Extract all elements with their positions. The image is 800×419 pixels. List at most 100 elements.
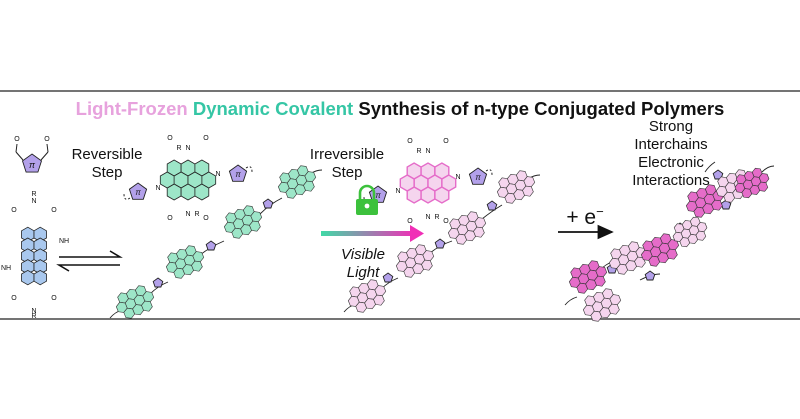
irreversible-step-label: Irreversible Step: [292, 146, 402, 182]
reverse-half-arrow: [56, 264, 120, 272]
hexagon-ring: [249, 220, 261, 232]
hexagon-ring: [420, 186, 436, 204]
imide-oxygen: O: [203, 215, 209, 222]
imine-nitrogen: N: [455, 174, 460, 181]
thiophene-ring: [205, 240, 217, 251]
imide-oxygen: O: [51, 207, 57, 214]
strong-word: Strong: [648, 118, 694, 135]
figure-title: Light-Frozen Dynamic Covalent Synthesis …: [0, 98, 800, 120]
step-word-2: Step: [331, 164, 363, 181]
irreversible-word: Irreversible: [309, 146, 385, 163]
imine-nitrogen: N: [395, 188, 400, 195]
thiophene-ring: [128, 182, 148, 200]
imide-oxygen: O: [11, 295, 17, 302]
pdi-unit: [672, 216, 708, 248]
hexagon-ring: [21, 269, 35, 286]
light-gradient-bar: [321, 231, 415, 236]
lock-icon: [356, 184, 378, 215]
minus-superscript: −: [596, 204, 604, 219]
polymer-aggregate-ntype: [564, 161, 775, 322]
hexagon-ring: [399, 174, 415, 192]
imide-oxygen: O: [51, 295, 57, 302]
hexagon-ring: [441, 174, 457, 192]
title-dynamic-covalent: Dynamic Covalent: [192, 98, 354, 119]
pdi-unit: [223, 205, 263, 239]
imine-nitrogen: N: [155, 185, 160, 192]
r-group: R: [194, 211, 199, 218]
hexagon-ring: [159, 171, 175, 189]
pi-symbol: π: [375, 191, 381, 200]
hexagon-ring: [695, 230, 707, 241]
thiophene-ring: [712, 169, 724, 180]
thiophene-ring: [228, 164, 248, 182]
equilibrium-arrows: [56, 250, 123, 272]
thiophene-ring: [262, 198, 274, 209]
r-group: R: [434, 214, 439, 221]
pdi-unit: [277, 165, 317, 199]
pi-symbol: π: [135, 188, 141, 197]
light-word: Light: [346, 264, 380, 281]
pdi-unit: [568, 260, 608, 294]
imide-nitrogen: N: [31, 308, 36, 315]
thiophene-ring: [720, 199, 732, 210]
chain-link: [564, 296, 578, 306]
bond-line: [15, 151, 24, 161]
pi-symbol: π: [475, 173, 481, 182]
hexagon-ring: [303, 180, 315, 192]
visible-word: Visible: [341, 246, 385, 263]
imide-oxygen: O: [407, 218, 413, 225]
pdi-unit: [347, 279, 387, 313]
aldehyde-oxygen: O: [14, 136, 20, 143]
chain-continuation: [123, 193, 131, 200]
chain-link: [481, 204, 503, 220]
imide-nitrogen: N: [185, 211, 190, 218]
visible-light-label: Visible Light: [318, 246, 408, 282]
hexagon-ring: [666, 248, 678, 260]
bond-line: [40, 151, 49, 161]
interchains-word: Interchains: [634, 136, 708, 153]
imide-nitrogen: N: [31, 198, 36, 205]
pi-symbol: π: [29, 160, 36, 170]
imine-nitrogen: N: [215, 171, 220, 178]
chain-continuation: [245, 166, 253, 173]
imide-oxygen: O: [443, 218, 449, 225]
pi-symbol: π: [235, 170, 241, 179]
bond-line: [46, 143, 49, 153]
r-group: R: [176, 145, 181, 152]
bond-line: [15, 143, 18, 153]
pdi-unit: [640, 233, 680, 267]
amine-group: NH: [1, 265, 11, 272]
hexagon-ring: [757, 181, 769, 192]
thiophene-ring: [152, 277, 164, 288]
pdi-unit: [496, 170, 536, 204]
reversible-word: Reversible: [71, 146, 143, 163]
pdi-unit: [165, 245, 205, 279]
title-synthesis: Synthesis of n-type Conjugated Polymers: [358, 98, 725, 119]
pdi-unit: [608, 241, 648, 275]
hexagon-ring: [711, 199, 723, 211]
electron-label: + e−: [562, 203, 608, 228]
interactions-word: Interactions: [632, 172, 710, 189]
hexagon-ring: [594, 275, 606, 287]
imide-oxygen: O: [443, 138, 449, 145]
hexagon-ring: [201, 171, 217, 189]
imide-oxygen: O: [407, 138, 413, 145]
aldehyde-oxygen: O: [44, 136, 50, 143]
chain-continuation: [485, 169, 493, 176]
r-group: R: [31, 191, 36, 198]
pdi-unit: [447, 211, 487, 245]
thiophene-ring: [468, 167, 488, 185]
hexagon-ring: [33, 269, 47, 286]
light-arrow-head: [410, 225, 424, 242]
step-word: Step: [91, 164, 123, 181]
imide-nitrogen: N: [425, 148, 430, 155]
imide-nitrogen: N: [185, 145, 190, 152]
r-group: R: [31, 313, 36, 320]
pdi-unit: [115, 285, 155, 319]
imide-nitrogen: N: [425, 214, 430, 221]
strong-interactions-label: Strong Interchains Electronic Interactio…: [612, 118, 730, 190]
visible-light-arrow: [321, 225, 424, 242]
